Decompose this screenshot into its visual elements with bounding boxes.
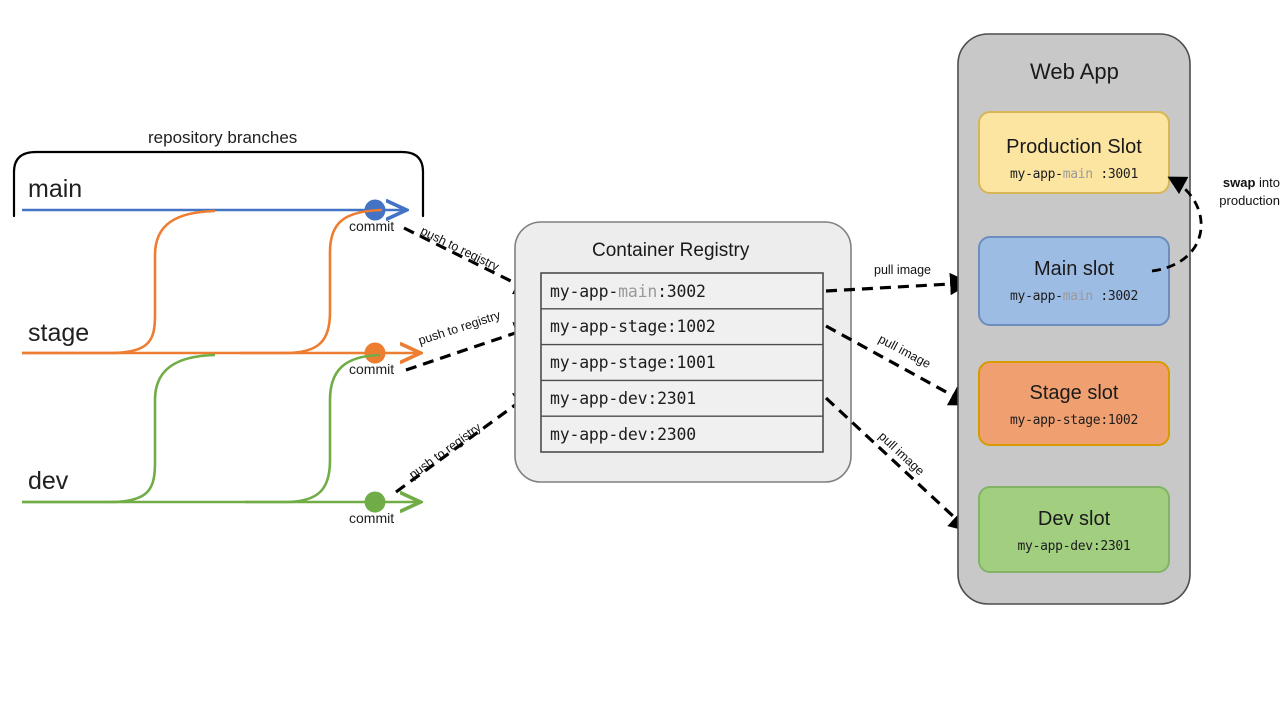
slot-title-dev: Dev slot [1037, 508, 1111, 530]
container-registry-title: Container Registry [592, 240, 750, 261]
registry-image-branch: dev [618, 424, 648, 444]
slot-title-production: Production Slot [1006, 136, 1142, 158]
push-arrow-main [403, 226, 536, 295]
slot-box-dev[interactable] [978, 486, 1170, 573]
commit-label-stage: commit [349, 361, 395, 377]
slot-title-stage: Stage slot [1029, 382, 1119, 404]
slot-image-branch: stage [1062, 413, 1101, 428]
slot-image-stage: my-app-stage:1002 [979, 413, 1169, 428]
slot-box-production[interactable] [978, 111, 1170, 194]
slot-image-tag: :2301 [1092, 539, 1131, 554]
slot-box-main[interactable] [978, 236, 1170, 326]
registry-image-prefix: my-app- [550, 388, 619, 408]
repository-caption: repository branches [148, 128, 298, 147]
swap-into-production-label: swap into production [1196, 174, 1280, 209]
slot-image-prefix: my-app- [1010, 289, 1063, 304]
push-arrow-stage [405, 322, 537, 372]
edge-label-pull-main: pull image [874, 263, 931, 277]
slot-image-prefix: my-app- [1010, 413, 1063, 428]
registry-image-prefix: my-app- [550, 424, 619, 444]
slot-title-main: Main slot [1033, 258, 1115, 280]
branch-merge-dev-left [22, 353, 216, 504]
registry-image-branch: dev [618, 388, 648, 408]
slot-image-dev: my-app-dev:2301 [979, 539, 1169, 554]
swap-arrow [1151, 176, 1203, 273]
branch-merge-stage-left [22, 209, 216, 355]
commit-dot-dev [364, 491, 386, 513]
slot-image-branch: main [1062, 289, 1093, 304]
slot-image-prefix: my-app- [1010, 167, 1063, 182]
registry-image-branch: main [618, 281, 658, 301]
registry-image-prefix: my-app- [550, 281, 619, 301]
repository-bracket [12, 150, 425, 218]
pull-arrow-main [825, 272, 972, 296]
registry-row[interactable]: my-app-stage:1002 [541, 309, 832, 345]
branch-label-dev: dev [28, 467, 69, 495]
registry-row[interactable]: my-app-dev:2300 [541, 416, 832, 452]
slot-image-branch: dev [1070, 539, 1093, 554]
push-arrow-dev [395, 390, 536, 494]
pull-arrow-stage [825, 324, 971, 406]
swap-bold-word: swap [1222, 175, 1256, 190]
registry-image-tag: :1002 [666, 317, 716, 337]
commit-label-main: commit [349, 218, 395, 234]
pull-arrow-dev [824, 396, 971, 533]
swap-rest-line1: into [1255, 175, 1280, 190]
registry-image-tag: :2301 [647, 388, 697, 408]
registry-image-prefix: my-app- [550, 317, 619, 337]
registry-image-tag: :3002 [657, 281, 706, 301]
webapp-title: Web App [1030, 59, 1119, 84]
slot-image-branch: main [1062, 167, 1093, 182]
slot-image-production: my-app-main :3001 [979, 167, 1169, 182]
registry-row[interactable]: my-app-stage:1001 [541, 345, 832, 381]
branch-merge-stage-right [240, 208, 383, 355]
slot-box-stage[interactable] [978, 361, 1170, 446]
slot-image-tag: :1002 [1100, 413, 1138, 428]
slot-image-prefix: my-app- [1017, 539, 1071, 554]
branch-label-stage: stage [28, 319, 90, 347]
slot-image-main: my-app-main :3002 [979, 289, 1169, 304]
swap-line2: production [1219, 192, 1280, 208]
registry-image-tag: :2300 [647, 424, 697, 444]
commit-label-dev: commit [349, 510, 395, 526]
slot-image-tag: :3002 [1092, 289, 1138, 304]
registry-row[interactable]: my-app-main :3002 [541, 273, 832, 309]
registry-image-branch: stage [618, 353, 667, 373]
registry-table-grid [540, 272, 824, 453]
registry-image-prefix: my-app- [550, 353, 619, 373]
commit-dot-stage [364, 342, 386, 364]
registry-image-branch: stage [618, 317, 667, 337]
slot-image-tag: :3001 [1092, 167, 1138, 182]
branch-label-main: main [28, 175, 83, 203]
branch-merge-dev-right [245, 353, 381, 504]
registry-image-tag: :1001 [666, 353, 716, 373]
registry-row[interactable]: my-app-dev:2301 [541, 380, 832, 416]
